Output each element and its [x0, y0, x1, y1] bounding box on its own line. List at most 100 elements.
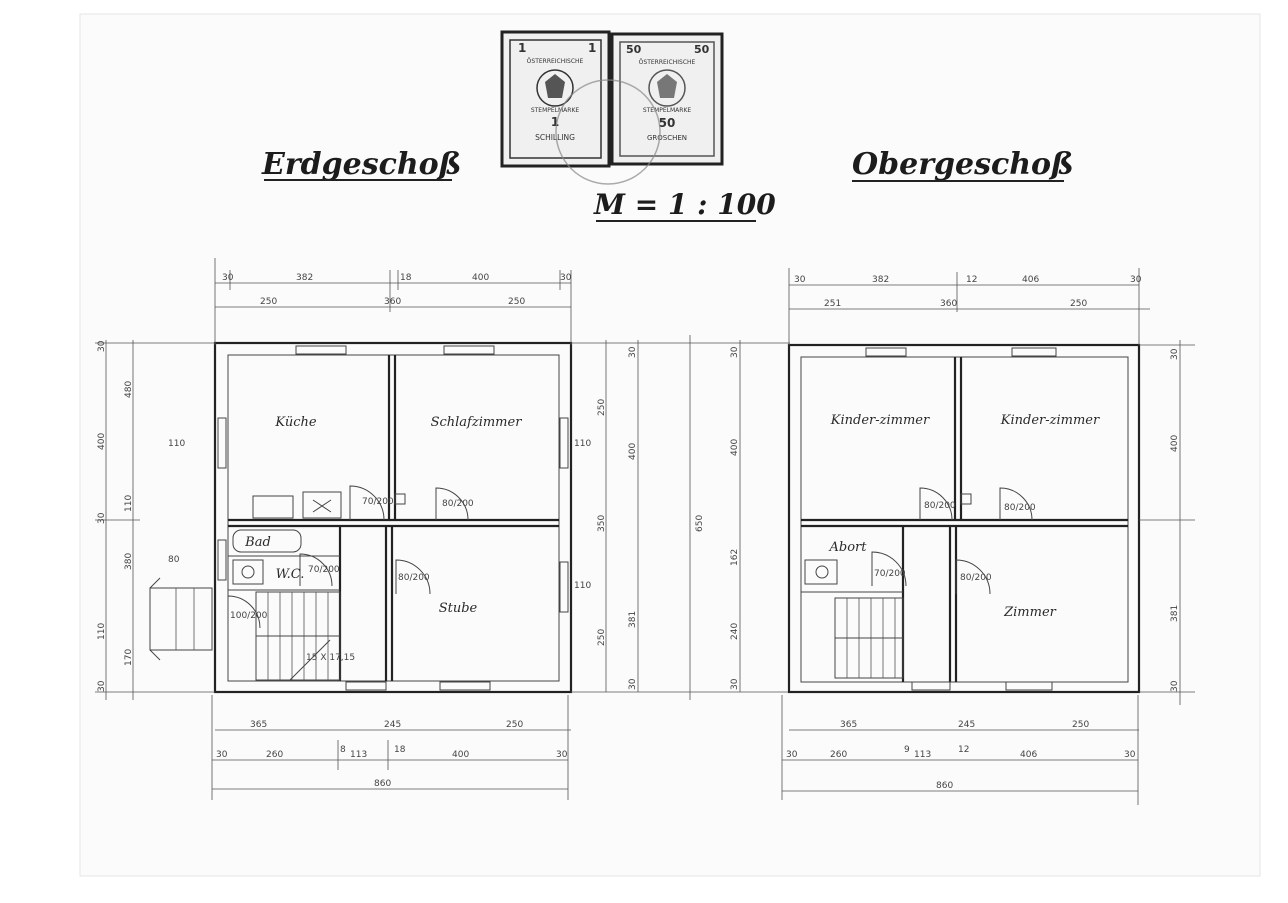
- revenue-stamp-50-groschen: 50 50 ÖSTERREICHISCHE STEMPELMARKE 50 GR…: [610, 32, 724, 166]
- dim-label: 30: [786, 750, 798, 760]
- dim-label: 365: [840, 720, 857, 730]
- middle-dimensions: 381 650 400 30 162 240 30: [628, 335, 790, 700]
- room-label-kinderzimmer-2: Kinder-zimmer: [1000, 413, 1100, 428]
- room-label-wc: W.C.: [276, 567, 305, 582]
- dim-label: 350: [597, 515, 607, 532]
- dim-label: 250: [597, 629, 607, 646]
- dim-label: 380: [124, 553, 134, 570]
- dim-label: 400: [472, 273, 489, 283]
- dim-label: 400: [452, 750, 469, 760]
- revenue-stamp-1-schilling: 1 1 ÖSTERREICHISCHE STEMPELMARKE 1 SCHIL…: [500, 30, 611, 168]
- stamp-2-value-center: 50: [659, 116, 676, 130]
- dim-label: 400: [730, 439, 740, 456]
- dim-label: 650: [695, 515, 705, 532]
- window-mark: 110: [574, 439, 591, 449]
- dim-label: 382: [296, 273, 313, 283]
- door-mark: 100/200: [230, 611, 268, 621]
- door-mark: 70/200: [308, 565, 340, 575]
- room-label-kueche: Küche: [274, 415, 316, 430]
- dim-label: 30: [730, 346, 740, 358]
- dim-label: 170: [124, 649, 134, 666]
- window-mark: 80: [168, 555, 180, 565]
- ground-outer-wall: [213, 341, 573, 694]
- dim-label: 400: [628, 443, 638, 460]
- dim-label: 406: [1022, 275, 1039, 285]
- dim-label: 260: [830, 750, 847, 760]
- dim-label: 250: [260, 297, 277, 307]
- room-label-schlafzimmer: Schlafzimmer: [431, 415, 523, 430]
- dim-label: 251: [824, 299, 841, 309]
- dim-label: 30: [628, 346, 638, 358]
- window-mark: 110: [168, 439, 185, 449]
- dim-label: 30: [730, 678, 740, 690]
- dim-label: 381: [1170, 605, 1180, 622]
- upper-dimensions: 30 382 12 406 30 251 360 250 365 245 250…: [781, 268, 1195, 805]
- dim-label: 240: [730, 623, 740, 640]
- dim-label: 382: [872, 275, 889, 285]
- dim-label: 381: [628, 611, 638, 628]
- entrance-steps: [149, 587, 213, 651]
- stamp-1-currency: SCHILLING: [535, 133, 575, 142]
- stair-note: 15 X 17,15: [306, 653, 355, 663]
- dim-label: 30: [1124, 750, 1136, 760]
- dim-label: 30: [97, 512, 107, 524]
- dim-label: 30: [1170, 348, 1180, 360]
- dim-label: 113: [914, 750, 931, 760]
- dim-label: 113: [350, 750, 367, 760]
- door-mark: 70/200: [362, 497, 394, 507]
- dim-label: 406: [1020, 750, 1037, 760]
- dim-label: 30: [556, 750, 568, 760]
- room-label-kinderzimmer-2-text: Kinder-zimmer: [1000, 413, 1100, 428]
- abort-fixture: [804, 559, 838, 585]
- dim-label: 162: [730, 549, 740, 566]
- room-label-stube: Stube: [439, 601, 478, 616]
- ground-staircase: [255, 591, 341, 681]
- door-mark: 70/200: [874, 569, 906, 579]
- title-ground-floor: Erdgeschoß: [261, 147, 461, 182]
- dim-total: 860: [374, 779, 391, 789]
- title-upper-floor: Obergeschoß: [852, 147, 1074, 182]
- upper-floor-plan: Kinder-zimmer Kinder-zimmer Abort Zimmer…: [787, 343, 1141, 694]
- dim-label: 30: [628, 678, 638, 690]
- door-mark: 80/200: [960, 573, 992, 583]
- stamp-2-value-left: 50: [626, 43, 642, 56]
- dim-label: 30: [1170, 680, 1180, 692]
- dim-label: 18: [400, 273, 412, 283]
- window-mark: 110: [574, 581, 591, 591]
- stamp-2-country: ÖSTERREICHISCHE: [639, 59, 696, 66]
- dim-label: 245: [384, 720, 401, 730]
- upper-outer-wall: [787, 343, 1141, 694]
- dim-label: 30: [222, 273, 234, 283]
- room-label-kinderzimmer-1-text: Kinder-zimmer: [830, 413, 930, 428]
- stamp-1-value-right: 1: [588, 41, 596, 55]
- wc-fixture: [232, 559, 264, 585]
- stamp-1-country: ÖSTERREICHISCHE: [527, 58, 584, 65]
- chimney: [302, 491, 342, 519]
- dim-label: 250: [506, 720, 523, 730]
- dim-label: 9: [904, 745, 910, 755]
- dim-label: 110: [124, 495, 134, 512]
- stamp-2-label: STEMPELMARKE: [643, 107, 692, 114]
- dim-label: 30: [560, 273, 572, 283]
- dim-label: 30: [97, 680, 107, 692]
- scale-label: M = 1 : 100: [593, 188, 776, 221]
- dim-label: 250: [597, 399, 607, 416]
- dim-label: 30: [97, 340, 107, 352]
- room-label-abort: Abort: [829, 540, 868, 555]
- dim-label: 30: [794, 275, 806, 285]
- dim-label: 480: [124, 381, 134, 398]
- room-label-bad: Bad: [244, 535, 271, 550]
- bathtub: [232, 529, 302, 553]
- dim-label: 250: [508, 297, 525, 307]
- door-mark: 80/200: [398, 573, 430, 583]
- dim-label: 365: [250, 720, 267, 730]
- ground-dimensions: 30 382 18 400 30 250 360 250 365 245 250…: [95, 258, 650, 800]
- dim-label: 360: [384, 297, 401, 307]
- dim-label: 245: [958, 720, 975, 730]
- dim-label: 12: [958, 745, 969, 755]
- eagle-crest-icon: [536, 69, 574, 107]
- eagle-crest-icon: [648, 69, 686, 107]
- stamp-1-label: STEMPELMARKE: [531, 107, 580, 114]
- dim-label: 360: [940, 299, 957, 309]
